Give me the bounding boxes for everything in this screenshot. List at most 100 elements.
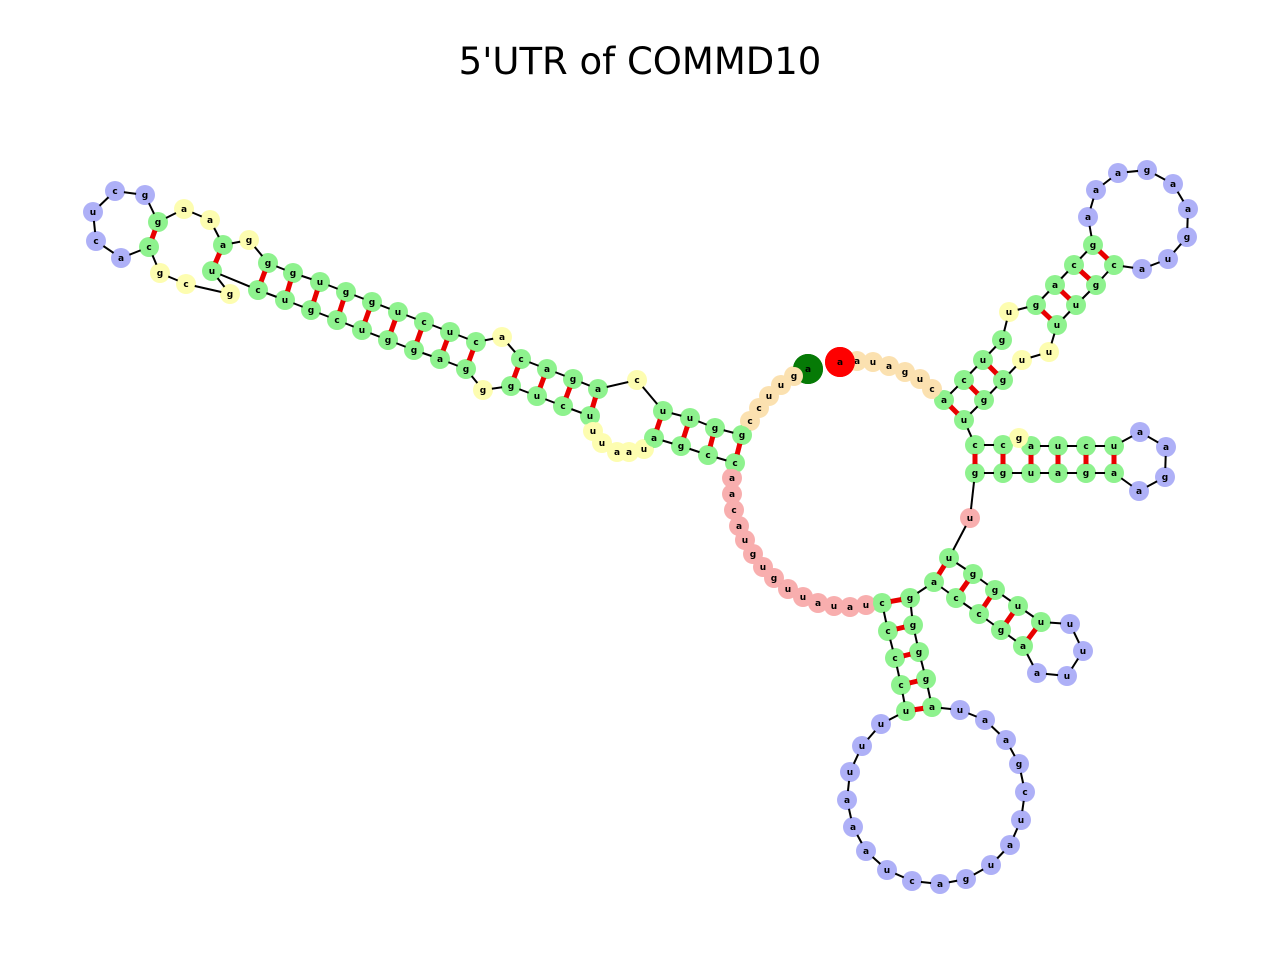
nucleotide-151 bbox=[1138, 161, 1156, 179]
nucleotide-label-141: u bbox=[1046, 348, 1052, 358]
nucleotide-label-112: u bbox=[1080, 647, 1086, 657]
nucleotide-115 bbox=[1009, 597, 1027, 615]
nucleotide-98 bbox=[976, 711, 994, 729]
nucleotide-label-23: g bbox=[290, 269, 296, 279]
nucleotide-38 bbox=[221, 285, 239, 303]
nucleotide-71 bbox=[779, 580, 797, 598]
nucleotide-69 bbox=[754, 558, 772, 576]
nucleotide-label-85: a bbox=[844, 796, 850, 806]
nucleotide-label-41: u bbox=[282, 296, 288, 306]
nucleotide-label-165: u bbox=[917, 375, 923, 385]
nucleotide-123 bbox=[1049, 464, 1067, 482]
nucleotide-label-38: g bbox=[227, 290, 233, 300]
nucleotide-3 bbox=[760, 387, 778, 405]
nucleotide-label-2: u bbox=[778, 381, 784, 391]
nucleotide-label-70: g bbox=[771, 574, 777, 584]
nucleotide-157 bbox=[1046, 276, 1064, 294]
nucleotide-77 bbox=[873, 594, 891, 612]
nucleotide-label-90: a bbox=[937, 880, 943, 890]
nucleotide-18 bbox=[415, 313, 433, 331]
nucleotide-label-159: u bbox=[1006, 308, 1012, 318]
nucleotide-95 bbox=[1016, 783, 1034, 801]
nucleotide-149 bbox=[1179, 200, 1197, 218]
nucleotide-label-46: g bbox=[411, 346, 417, 356]
nucleotide-112 bbox=[1074, 642, 1092, 660]
nucleotide-139 bbox=[994, 371, 1012, 389]
nucleotide-145 bbox=[1105, 256, 1123, 274]
nucleotide-88 bbox=[878, 861, 896, 879]
nucleotide-label-51: u bbox=[534, 392, 540, 402]
nucleotide-114 bbox=[1032, 613, 1050, 631]
nucleotide-170 bbox=[825, 347, 855, 377]
nucleotide-label-83: u bbox=[859, 742, 865, 752]
nucleotide-61 bbox=[699, 446, 717, 464]
nucleotide-106 bbox=[947, 589, 965, 607]
nucleotide-53 bbox=[581, 407, 599, 425]
nucleotide-label-33: c bbox=[93, 237, 98, 247]
nucleotide-2 bbox=[772, 376, 790, 394]
nucleotide-label-100: a bbox=[929, 703, 935, 713]
nucleotide-74 bbox=[825, 597, 843, 615]
nucleotide-label-8: u bbox=[687, 414, 693, 424]
nucleotide-label-21: g bbox=[343, 288, 349, 298]
nucleotide-label-45: g bbox=[385, 336, 391, 346]
nucleotide-168 bbox=[864, 353, 882, 371]
nucleotide-155 bbox=[1084, 236, 1102, 254]
nucleotide-label-69: u bbox=[760, 563, 766, 573]
nucleotide-label-61: c bbox=[705, 451, 710, 461]
nucleotide-163 bbox=[935, 391, 953, 409]
nucleotide-label-52: c bbox=[560, 402, 565, 412]
nucleotide-label-108: g bbox=[998, 626, 1004, 636]
nucleotide-25 bbox=[240, 231, 258, 249]
nucleotide-128 bbox=[1157, 438, 1175, 456]
nucleotide-125 bbox=[1105, 464, 1123, 482]
nucleotide-label-42: g bbox=[308, 306, 314, 316]
nucleotide-41 bbox=[276, 291, 294, 309]
nucleotide-label-47: a bbox=[437, 355, 443, 365]
nucleotide-label-129: a bbox=[1137, 428, 1143, 438]
nucleotide-85 bbox=[838, 791, 856, 809]
nucleotide-label-55: u bbox=[599, 439, 605, 449]
nucleotide-73 bbox=[809, 594, 827, 612]
nucleotide-label-150: a bbox=[1170, 180, 1176, 190]
nucleotide-7 bbox=[706, 419, 724, 437]
nucleotide-label-143: u bbox=[1073, 301, 1079, 311]
nucleotide-143 bbox=[1067, 296, 1085, 314]
nucleotide-label-26: a bbox=[220, 241, 226, 251]
nucleotide-label-155: g bbox=[1090, 241, 1096, 251]
nucleotide-52 bbox=[554, 397, 572, 415]
nucleotide-63 bbox=[723, 469, 741, 487]
nucleotide-label-93: a bbox=[1007, 841, 1013, 851]
nucleotide-45 bbox=[379, 331, 397, 349]
nucleotide-label-24: g bbox=[265, 259, 271, 269]
nucleotide-label-10: c bbox=[634, 376, 639, 386]
nucleotide-46 bbox=[405, 341, 423, 359]
nucleotide-129 bbox=[1131, 423, 1149, 441]
nucleotide-label-162: c bbox=[961, 376, 966, 386]
nucleotide-label-105: a bbox=[931, 578, 937, 588]
nucleotide-108 bbox=[992, 621, 1010, 639]
nucleotide-159 bbox=[1000, 303, 1018, 321]
nucleotide-label-125: a bbox=[1111, 469, 1117, 479]
nucleotide-117 bbox=[964, 565, 982, 583]
nucleotide-label-134: g bbox=[1016, 434, 1022, 444]
nucleotide-label-136: c bbox=[972, 441, 977, 451]
nucleotide-14 bbox=[512, 350, 530, 368]
nucleotide-13 bbox=[538, 360, 556, 378]
nucleotide-24 bbox=[259, 254, 277, 272]
nucleotide-label-0: a bbox=[805, 365, 811, 375]
nucleotide-93 bbox=[1001, 836, 1019, 854]
nucleotide-89 bbox=[903, 872, 921, 890]
nucleotides: aguuccgguucagacacucuggugggaaaggcucacgcgu… bbox=[84, 161, 1197, 893]
nucleotide-167 bbox=[880, 357, 898, 375]
nucleotide-label-32: u bbox=[90, 208, 96, 218]
nucleotide-label-82: u bbox=[878, 720, 884, 730]
nucleotide-label-20: g bbox=[369, 298, 375, 308]
nucleotide-55 bbox=[593, 434, 611, 452]
nucleotide-label-50: g bbox=[508, 382, 514, 392]
nucleotide-label-86: a bbox=[850, 823, 856, 833]
nucleotide-60 bbox=[672, 437, 690, 455]
nucleotide-label-149: a bbox=[1185, 205, 1191, 215]
nucleotide-28 bbox=[175, 200, 193, 218]
